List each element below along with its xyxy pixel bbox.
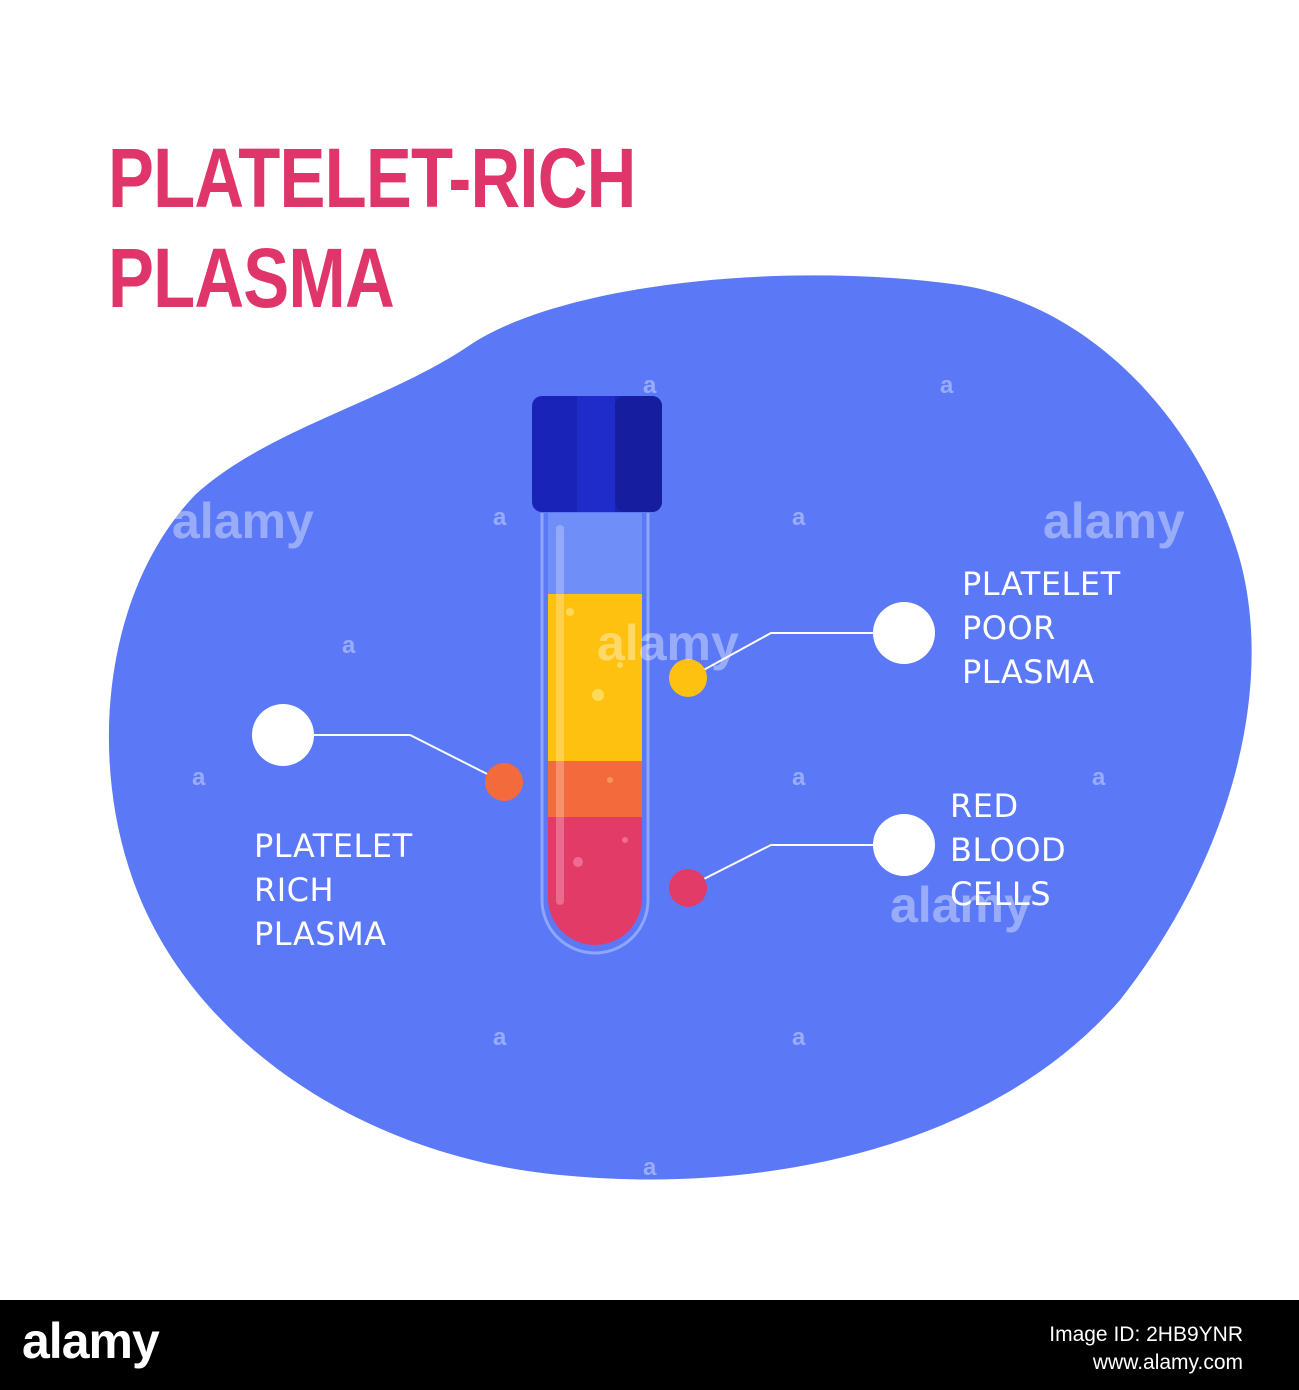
marker-circle-platelet-rich-plasma: [252, 704, 314, 766]
tube-highlight: [556, 525, 564, 905]
footer-logo: alamy: [22, 1313, 160, 1369]
platelet-rich-plasma-layer: [548, 761, 642, 818]
label-line: POOR: [962, 609, 1056, 647]
bubble: [573, 857, 583, 867]
connector-platelet-rich-plasma: [284, 734, 504, 783]
test-tube-glass: [540, 513, 650, 955]
label-red-blood-cells: RED BLOOD CELLS: [950, 784, 1066, 916]
marker-circle-platelet-poor-plasma: [873, 602, 935, 664]
page-title: PLATELET-RICH PLASMA: [108, 128, 636, 328]
bubble: [566, 608, 574, 616]
label-line: RICH: [254, 871, 335, 909]
title-line-2: PLASMA: [108, 231, 395, 325]
footer-url: www.alamy.com: [1092, 1351, 1243, 1374]
label-line: RED: [950, 787, 1019, 825]
label-line: PLATELET: [962, 565, 1121, 603]
bubble: [622, 837, 628, 843]
title-line-1: PLATELET-RICH: [108, 131, 636, 225]
label-line: PLASMA: [254, 915, 387, 953]
label-platelet-rich-plasma: PLATELET RICH PLASMA: [254, 824, 413, 956]
dot-platelet-rich-plasma: [485, 763, 523, 801]
tube-cap-shine: [577, 396, 615, 512]
bubble: [607, 777, 613, 783]
footer-bar: alamy Image ID: 2HB9YNR www.alamy.com: [0, 1300, 1299, 1390]
diagram-canvas: [108, 275, 1252, 1180]
footer-image-id: Image ID: 2HB9YNR: [1049, 1323, 1243, 1346]
label-line: CELLS: [950, 875, 1052, 913]
dot-platelet-poor-plasma: [669, 659, 707, 697]
label-line: PLASMA: [962, 653, 1095, 691]
label-platelet-poor-plasma: PLATELET POOR PLASMA: [962, 562, 1121, 694]
marker-circle-red-blood-cells: [873, 814, 935, 876]
connector-red-blood-cells: [687, 844, 903, 888]
tube-empty-section: [548, 513, 642, 595]
label-line: PLATELET: [254, 827, 413, 865]
connector-platelet-poor-plasma: [688, 632, 903, 679]
dot-red-blood-cells: [669, 869, 707, 907]
tube-cap-shadow: [615, 396, 662, 512]
bubble: [617, 662, 623, 668]
bubble: [592, 689, 604, 701]
blob-background: [108, 275, 1252, 1180]
label-line: BLOOD: [950, 831, 1067, 869]
tube-contents: [548, 513, 642, 945]
platelet-poor-plasma-layer: [548, 594, 642, 762]
